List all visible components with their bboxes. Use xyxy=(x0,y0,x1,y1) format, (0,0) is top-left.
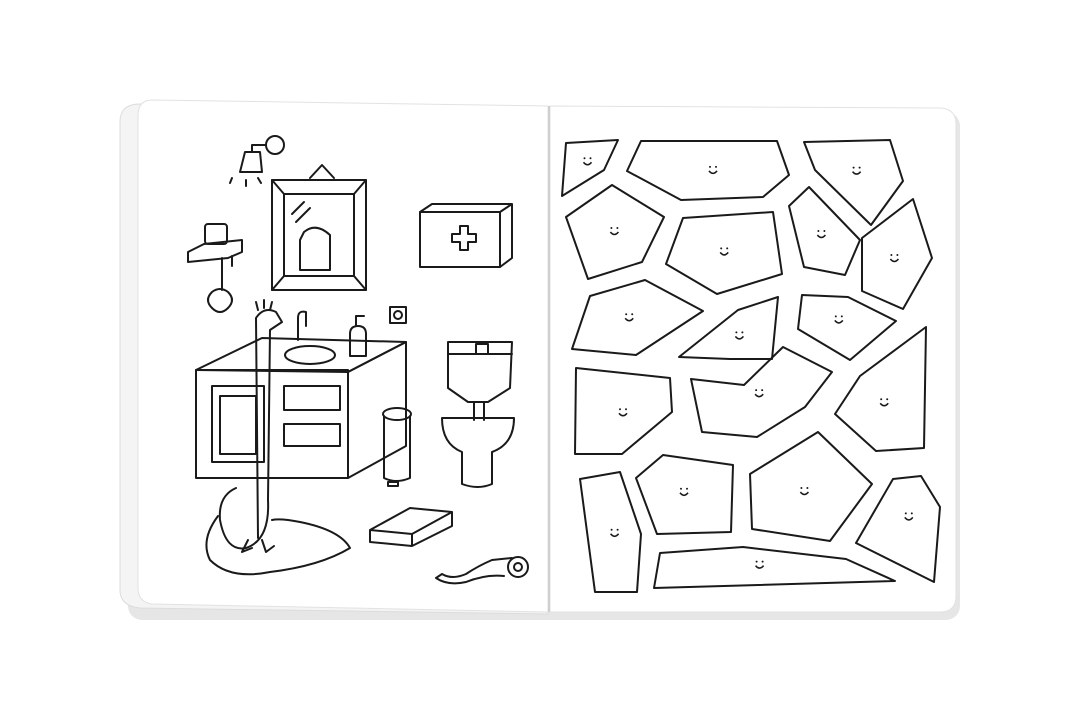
smiley-face-icon xyxy=(609,227,620,236)
smiley-face-icon xyxy=(609,528,620,538)
smiley-face-icon xyxy=(754,560,765,569)
stone-shape xyxy=(797,294,897,361)
smiley-face-icon xyxy=(889,254,900,263)
first-aid-cabinet-icon xyxy=(419,203,513,268)
stone-shape xyxy=(855,475,941,583)
smiling-stones xyxy=(561,139,941,593)
stone-shape xyxy=(653,546,896,589)
smiley-face-icon xyxy=(679,487,689,497)
stone-shape xyxy=(565,184,665,280)
bathroom-scene xyxy=(187,135,529,585)
smiley-face-icon xyxy=(708,165,718,175)
toilet-icon xyxy=(441,341,515,488)
stone-shape xyxy=(574,367,673,455)
smiley-face-icon xyxy=(904,512,914,521)
sink-vanity-icon xyxy=(195,310,407,479)
stone-shape xyxy=(678,296,779,360)
faucet-icon xyxy=(297,310,307,341)
stone-shape xyxy=(626,140,790,201)
stone-shape xyxy=(834,326,927,452)
bird-character-icon xyxy=(205,299,351,576)
smiley-face-icon xyxy=(719,247,729,256)
stone-shape xyxy=(690,346,833,438)
stone-shape xyxy=(861,198,933,310)
stone-shape xyxy=(579,471,642,593)
stone-shape xyxy=(665,211,783,295)
wall-socket-icon xyxy=(389,306,407,324)
smiley-face-icon xyxy=(851,166,862,175)
smiley-face-icon xyxy=(799,487,810,496)
mirror-icon xyxy=(271,164,367,291)
soap-dispenser-icon xyxy=(349,315,367,357)
smiley-face-icon xyxy=(879,398,889,407)
smiley-face-icon xyxy=(618,408,628,417)
smiley-face-icon xyxy=(734,331,745,340)
stone-shape xyxy=(788,186,861,276)
toilet-paper-roll-icon xyxy=(435,556,529,585)
stone-shape xyxy=(571,279,704,356)
smiley-face-icon xyxy=(834,315,844,324)
bathroom-scale-icon xyxy=(369,507,453,547)
trash-can-icon xyxy=(382,407,412,487)
wall-lamp-icon xyxy=(229,135,285,187)
stone-shape xyxy=(749,431,873,542)
stone-shape xyxy=(635,454,734,535)
smiley-face-icon xyxy=(754,389,764,398)
stone-shape xyxy=(561,139,619,197)
smiley-face-icon xyxy=(624,313,634,322)
shelf-with-jar-icon xyxy=(187,223,243,313)
smiley-face-icon xyxy=(816,230,827,239)
stone-shape xyxy=(803,139,904,226)
smiley-face-icon xyxy=(582,157,593,166)
left-page xyxy=(137,99,549,613)
